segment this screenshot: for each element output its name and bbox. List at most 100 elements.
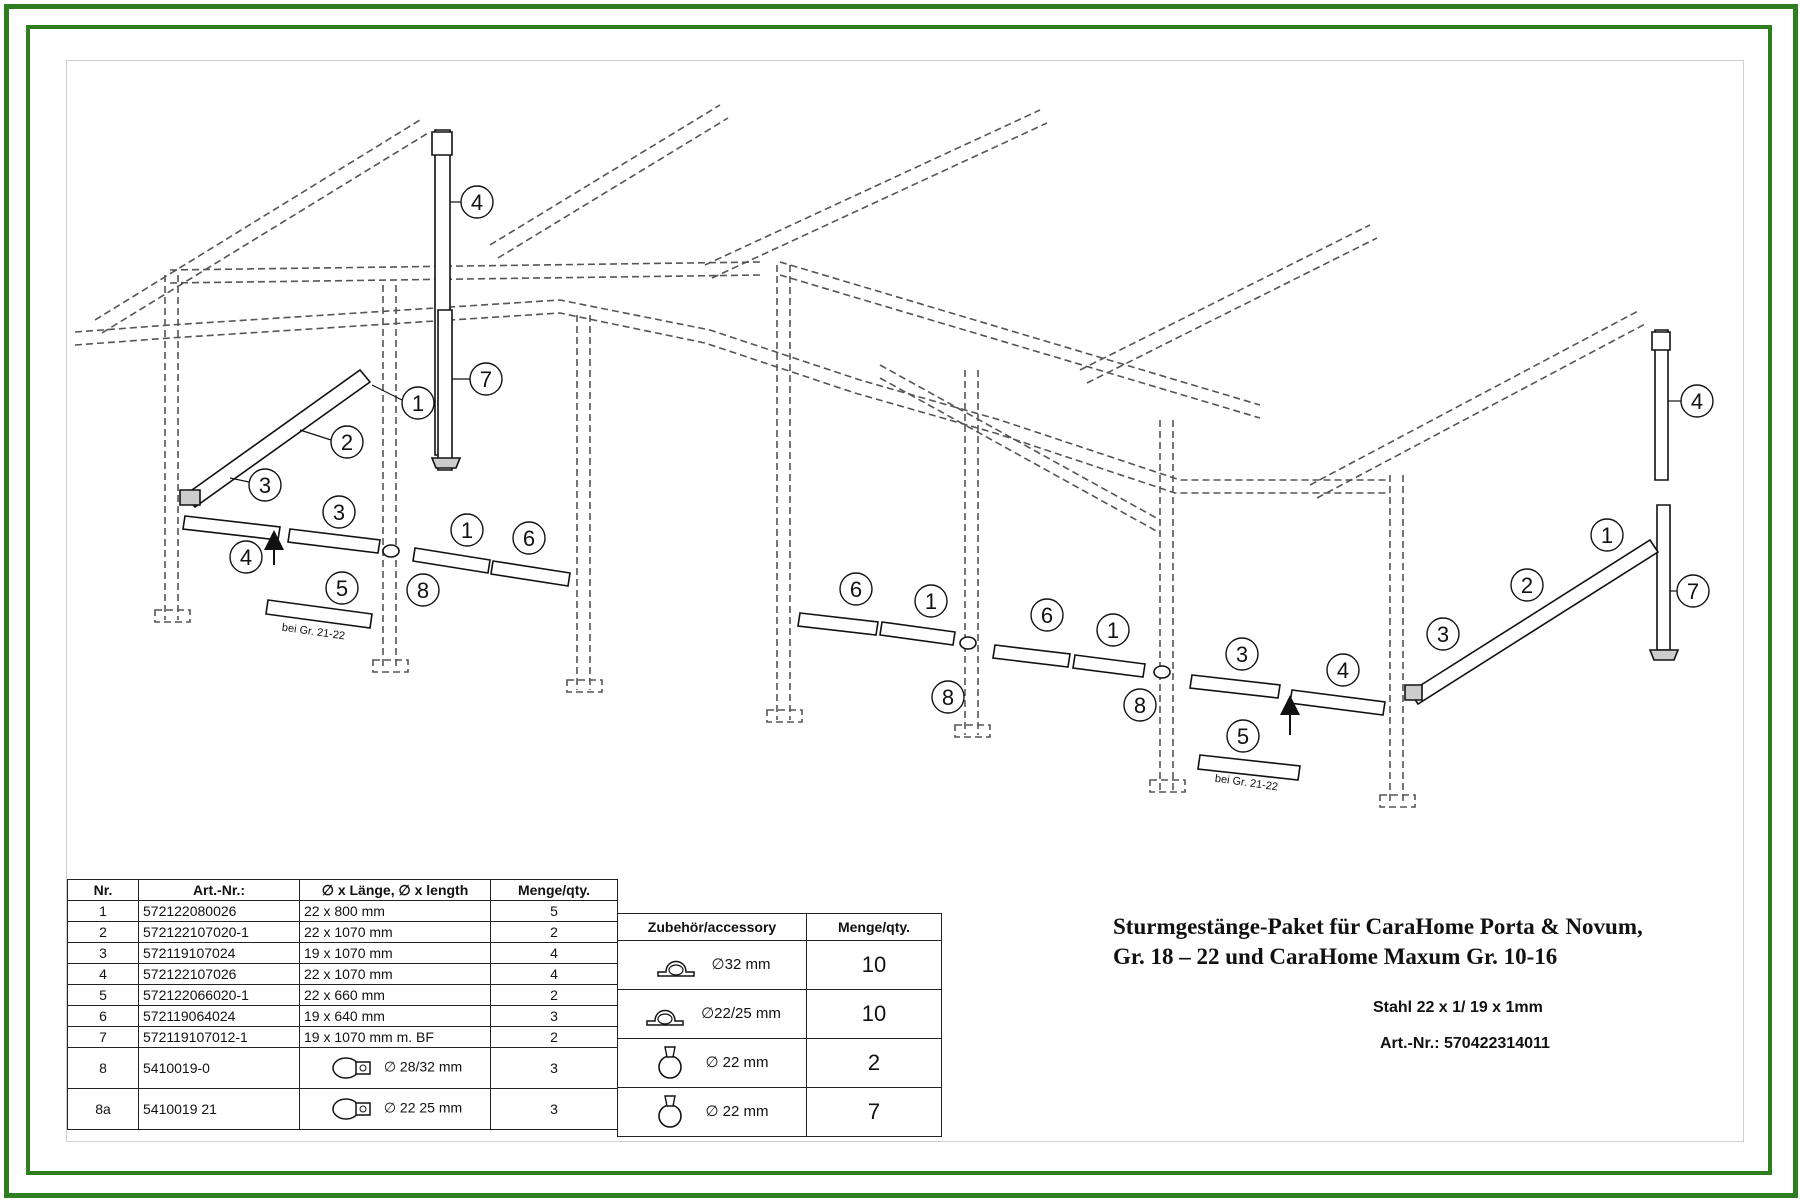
callout-4c: [1326, 653, 1360, 687]
accessory-size: ∅ 22 mm: [705, 1102, 769, 1120]
col-header-nr: Nr.: [67, 879, 139, 901]
callout-2: [330, 425, 364, 459]
cell-qty: 2: [490, 984, 618, 1006]
cell-dim-text: 19 x 1070 mm: [304, 945, 393, 961]
callout-3c: [1225, 637, 1259, 671]
accessory-qty: 2: [867, 1050, 881, 1075]
cell-nr-text: 8a: [95, 1101, 111, 1117]
cell-qty: 2: [490, 1026, 618, 1048]
part-4-mid: [1289, 689, 1386, 716]
material-spec: Stahl 22 x 1/ 19 x 1mm: [1373, 999, 1543, 1016]
cell-dim-text: 19 x 1070 mm m. BF: [304, 1029, 434, 1045]
part-1-mid2: [1072, 654, 1146, 678]
cell-qty-text: 2: [550, 924, 558, 940]
callout-label: 3: [259, 473, 271, 498]
callout-6: [512, 521, 546, 555]
callout-label: 3: [1437, 622, 1449, 647]
cell-art: 572119107024: [138, 942, 300, 964]
cell-dim: 22 x 800 mm: [299, 900, 491, 922]
title-line-2: Gr. 18 – 22 und CaraHome Maxum Gr. 10-16: [1113, 944, 1558, 969]
cell-nr-text: 4: [99, 966, 107, 982]
callout-label: 8: [942, 685, 954, 710]
title-line-1: Sturmgestänge-Paket für CaraHome Porta &…: [1113, 914, 1643, 939]
accessory-qty: 10: [861, 952, 887, 977]
article-number: Art.-Nr.: 570422314011: [1380, 1035, 1550, 1052]
callout-label: 6: [1041, 603, 1053, 628]
cell-art-text: 572122066020-1: [143, 987, 249, 1003]
cell-nr: 7: [67, 1026, 139, 1048]
callout-3b: [322, 495, 356, 529]
callout-1b: [450, 513, 484, 547]
callout-label: 2: [1521, 573, 1533, 598]
callout-label: 7: [1687, 579, 1699, 604]
cell-dim-text: 19 x 640 mm: [304, 1008, 385, 1024]
cell-dim: 22 x 1070 mm: [299, 921, 491, 943]
cell-art-text: 572122107020-1: [143, 924, 249, 940]
callout-label: 6: [850, 577, 862, 602]
cell-nr: 1: [67, 900, 139, 922]
cell-accessory: ∅ 22 mm: [617, 1038, 807, 1088]
part-5-mid: [1197, 754, 1301, 781]
cell-art-text: 5410019 21: [143, 1101, 217, 1117]
cell-acc-qty: 10: [806, 989, 942, 1039]
table-row: ∅22/25 mm 10: [617, 989, 942, 1039]
cell-acc-qty: 2: [806, 1038, 942, 1088]
cell-qty-text: 2: [550, 987, 558, 1003]
cell-art: 572122080026: [138, 900, 300, 922]
cell-art-text: 572119107012-1: [143, 1029, 248, 1045]
callout-8c: [1123, 688, 1157, 722]
cell-nr-text: 8: [99, 1060, 107, 1076]
cell-qty: 2: [490, 921, 618, 943]
part-5-left: [265, 599, 373, 629]
cell-dim: 19 x 1070 mm: [299, 942, 491, 964]
callout-label: 5: [336, 576, 348, 601]
col-header-acc-qty: Menge/qty.: [806, 913, 942, 941]
cell-qty: 4: [490, 942, 618, 964]
cell-art: 572119107012-1: [138, 1026, 300, 1048]
cell-dim-text: ∅ 22 25 mm: [383, 1099, 463, 1116]
cell-qty: 3: [490, 1005, 618, 1027]
cell-art: 572119064024: [138, 1005, 300, 1027]
cell-dim-text: ∅ 28/32 mm: [383, 1058, 463, 1075]
cell-qty: 4: [490, 963, 618, 985]
part-7-right: [1656, 504, 1671, 651]
cell-qty-text: 4: [550, 966, 558, 982]
part-1-left: [412, 547, 491, 574]
col-header-dim: ∅ x Länge, ∅ x length: [299, 879, 491, 901]
cell-nr: 8: [67, 1047, 139, 1089]
callout-6c: [1030, 598, 1064, 632]
hose-clamp-icon: [655, 1095, 705, 1128]
accessory-qty: 7: [867, 1099, 881, 1124]
part-3-left: [287, 528, 381, 554]
callout-8: [406, 573, 440, 607]
part-3-mid: [1189, 674, 1281, 699]
callout-5b: [1226, 719, 1260, 753]
cell-dim-text: 22 x 1070 mm: [304, 966, 393, 982]
col-header-accessory: Zubehör/accessory: [617, 913, 807, 941]
callout-5: [325, 571, 359, 605]
cell-nr: 3: [67, 942, 139, 964]
cell-art-text: 572122107026: [143, 966, 237, 982]
cell-nr: 5: [67, 984, 139, 1006]
part-6-mid: [797, 612, 879, 636]
cell-art: 572122066020-1: [138, 984, 300, 1006]
cell-accessory: ∅32 mm: [617, 940, 807, 990]
cell-dim: 19 x 640 mm: [299, 1005, 491, 1027]
cell-art: 5410019-0: [138, 1047, 300, 1089]
accessory-size: ∅22/25 mm: [701, 1004, 781, 1022]
product-title: Sturmgestänge-Paket für CaraHome Porta &…: [1113, 912, 1643, 972]
callout-label: 1: [412, 391, 424, 416]
callout-label: 2: [341, 430, 353, 455]
cell-nr-text: 3: [99, 945, 107, 961]
table-row: ∅32 mm 10: [617, 940, 942, 990]
callout-3d: [1426, 617, 1460, 651]
cell-nr: 2: [67, 921, 139, 943]
hose-clamp-icon: [655, 1046, 705, 1079]
cell-art-text: 572119064024: [143, 1008, 236, 1024]
callout-label: 4: [240, 545, 252, 570]
cell-qty-text: 4: [550, 945, 558, 961]
